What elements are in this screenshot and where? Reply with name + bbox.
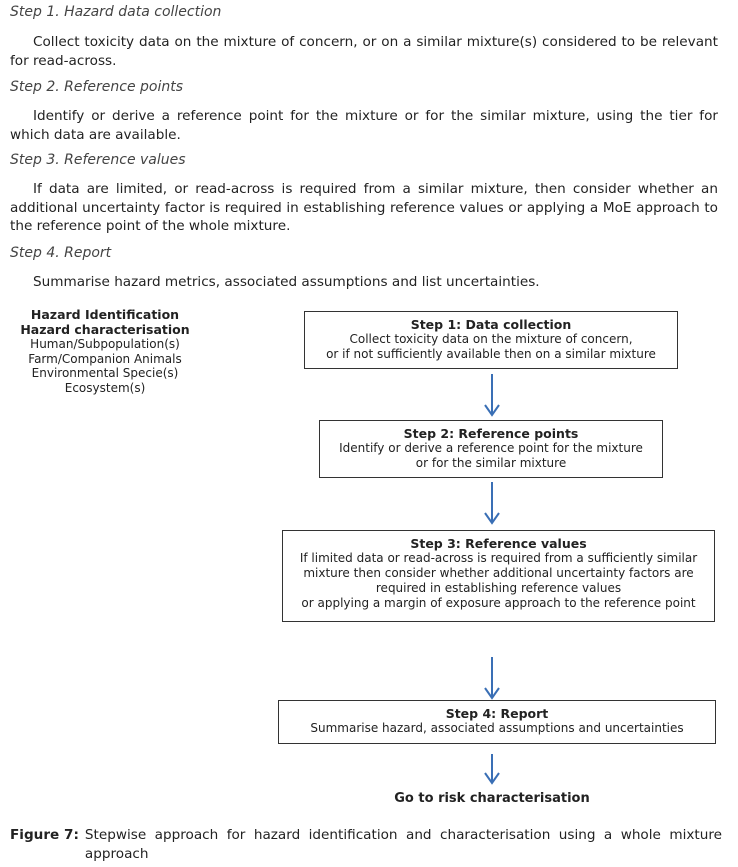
side-item: Ecosystem(s) [64, 380, 146, 395]
step-1-text: Collect toxicity data on the mixture of … [10, 34, 718, 69]
flow-box-line: or applying a margin of exposure approac… [301, 596, 696, 610]
down-arrow-icon [484, 754, 500, 785]
flow-box-step-2: Step 2: Reference points Identify or der… [319, 420, 663, 478]
side-title-characterisation: Hazard characterisation [20, 321, 190, 337]
step-2-heading: Step 2. Reference points [10, 79, 184, 95]
flow-box-line: or if not sufficiently available then on… [326, 347, 656, 361]
flow-box-line: required in establishing reference value… [375, 581, 622, 595]
side-item: Human/Subpopulation(s) [30, 337, 180, 351]
flow-box-title: Step 4: Report [445, 706, 549, 721]
step-4-heading: Step 4. Report [10, 245, 112, 261]
down-arrow-icon [484, 657, 500, 700]
flow-box-step-4: Step 4: Report Summarise hazard, associa… [278, 700, 716, 744]
caption-table: Figure 7: Stepwise approach for hazard i… [10, 826, 722, 863]
goto-risk-characterisation: Go to risk characterisation [394, 791, 590, 806]
flow-box-line: or for the similar mixture [415, 456, 567, 470]
flow-box-title: Step 3: Reference values [410, 536, 587, 551]
caption-label: Figure 7: [10, 827, 79, 843]
flow-box-step-3: Step 3: Reference values If limited data… [282, 530, 715, 622]
down-arrow-icon [484, 374, 500, 417]
step-3-text: If data are limited, or read-across is r… [10, 181, 718, 234]
step-1-heading: Step 1. Hazard data collection [10, 4, 222, 20]
side-item: Environmental Specie(s) [31, 366, 179, 380]
step-2-text: Identify or derive a reference point for… [10, 108, 718, 143]
flow-box-line: If limited data or read-across is requir… [299, 551, 698, 565]
side-item: Farm/Companion Animals [28, 351, 182, 366]
flow-box-step-1: Step 1: Data collection Collect toxicity… [304, 311, 678, 369]
flow-box-line: Collect toxicity data on the mixture of … [349, 332, 633, 346]
flow-box-title: Step 2: Reference points [403, 426, 579, 441]
down-arrow-icon [484, 482, 500, 525]
flow-box-line: mixture then consider whether additional… [303, 566, 694, 580]
figure-caption: Figure 7: Stepwise approach for hazard i… [10, 826, 722, 863]
flow-box-line: Identify or derive a reference point for… [339, 441, 643, 455]
step-4-text: Summarise hazard metrics, associated ass… [33, 274, 540, 290]
hazard-side-panel: Hazard Identification Hazard characteris… [10, 307, 200, 395]
flow-box-title: Step 1: Data collection [410, 317, 572, 332]
step-3-heading: Step 3. Reference values [10, 152, 186, 168]
caption-text: Stepwise approach for hazard identificat… [84, 827, 722, 862]
flow-box-line: Summarise hazard, associated assumptions… [310, 721, 684, 735]
side-title-identification: Hazard Identification [30, 307, 180, 322]
